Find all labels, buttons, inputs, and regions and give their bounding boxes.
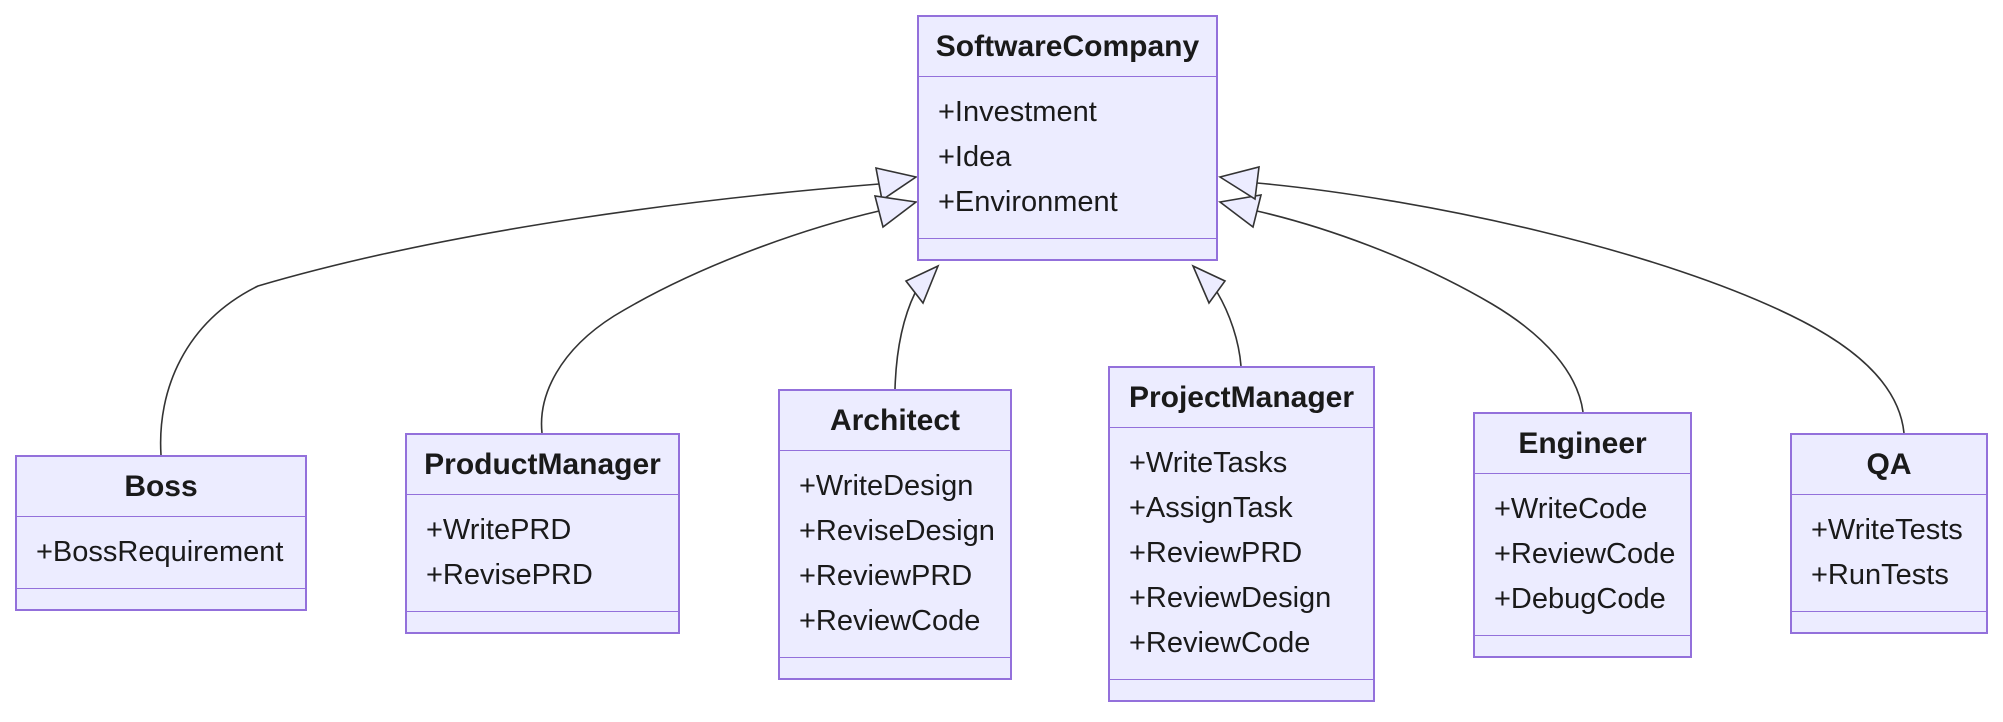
inheritance-edge-boss-softwarecompany [159,183,880,456]
inheritance-arrowhead-architect [904,264,940,305]
inheritance-edge-projectmanager-softwarecompany [1216,291,1242,367]
class-footer-compartment [919,239,1216,259]
class-footer-compartment [407,612,678,632]
class-footer-compartment [1792,612,1986,632]
class-members: +WriteTasks +AssignTask +ReviewPRD +Revi… [1110,428,1373,680]
class-name: ProductManager [407,435,678,495]
class-member: +ReviewDesign [1129,582,1332,614]
inheritance-edge-engineer-softwarecompany [1256,210,1584,413]
class-footer-compartment [780,658,1010,678]
class-name: Engineer [1475,414,1690,474]
class-box-productmanager: ProductManager +WritePRD +RevisePRD [405,433,680,634]
inheritance-arrowhead-productmanager [873,195,919,229]
class-name: Boss [17,457,305,517]
class-member: +ReviewPRD [799,560,973,592]
inheritance-edge-architect-softwarecompany [894,292,916,390]
class-box-engineer: Engineer +WriteCode +ReviewCode +DebugCo… [1473,412,1692,658]
class-members: +Investment +Idea +Environment [919,77,1216,239]
class-member: +ReviewCode [799,605,981,637]
class-member: +WriteDesign [799,470,974,502]
class-member: +RunTests [1811,559,1949,591]
class-member: +ReviewPRD [1129,537,1303,569]
class-box-softwarecompany: SoftwareCompany +Investment +Idea +Envir… [917,15,1218,261]
class-name: SoftwareCompany [919,17,1216,77]
class-members: +BossRequirement [17,517,305,589]
class-members: +WriteTests +RunTests [1792,495,1986,612]
class-member: +AssignTask [1129,492,1293,524]
inheritance-arrowhead-qa [1217,165,1260,201]
class-footer-compartment [1475,636,1690,656]
class-member: +BossRequirement [36,536,284,568]
class-member: +ReviewCode [1129,627,1311,659]
class-member: +WriteCode [1494,493,1648,525]
inheritance-arrowhead-engineer [1218,194,1263,229]
class-member: +DebugCode [1494,583,1666,615]
class-name: QA [1792,435,1986,495]
class-member: +WritePRD [426,514,572,546]
class-member: +RevisePRD [426,559,593,591]
inheritance-arrowhead-projectmanager [1191,264,1227,305]
class-member: +WriteTasks [1129,447,1288,479]
class-member: +Investment [938,96,1097,128]
inheritance-edge-qa-softwarecompany [1256,182,1905,434]
class-box-boss: Boss +BossRequirement [15,455,307,611]
class-name: ProjectManager [1110,368,1373,428]
class-members: +WriteCode +ReviewCode +DebugCode [1475,474,1690,636]
class-name: Architect [780,391,1010,451]
inheritance-edge-productmanager-softwarecompany [540,210,880,434]
inheritance-arrowhead-boss [874,166,918,202]
class-footer-compartment [1110,680,1373,700]
class-footer-compartment [17,589,305,609]
class-member: +Idea [938,141,1012,173]
class-box-qa: QA +WriteTests +RunTests [1790,433,1988,634]
class-members: +WritePRD +RevisePRD [407,495,678,612]
class-box-projectmanager: ProjectManager +WriteTasks +AssignTask +… [1108,366,1375,702]
class-member: +ReviseDesign [799,515,995,547]
class-members: +WriteDesign +ReviseDesign +ReviewPRD +R… [780,451,1010,658]
class-box-architect: Architect +WriteDesign +ReviseDesign +Re… [778,389,1012,680]
class-member: +WriteTests [1811,514,1963,546]
class-member: +Environment [938,186,1118,218]
class-member: +ReviewCode [1494,538,1676,570]
